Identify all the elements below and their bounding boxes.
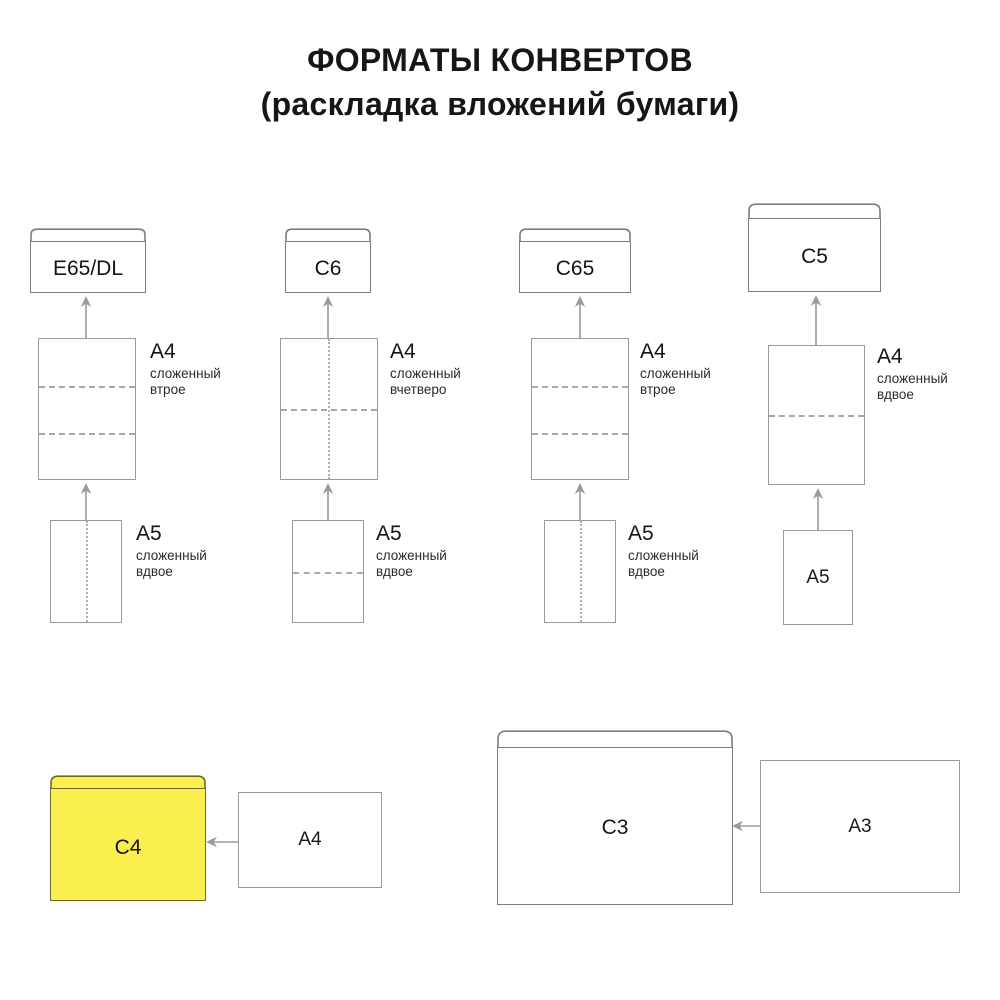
format-label: A5 [136, 522, 162, 545]
page-title: ФОРМАТЫ КОНВЕРТОВ (раскладка вложений бу… [0, 38, 1000, 126]
caption-a5-col2: A5 сложенный вдвое [376, 522, 447, 580]
envelope-c65: C65 [519, 228, 631, 293]
fold-line [293, 572, 363, 574]
envelope-flap-icon [497, 730, 733, 750]
fold-line [532, 433, 628, 435]
fold-line [86, 521, 88, 622]
fold-description: сложенный вдвое [877, 371, 948, 402]
arrow-a4-to-c4 [206, 836, 242, 848]
envelope-c6: C6 [285, 228, 371, 293]
sheet-a4-col3 [531, 338, 629, 480]
caption-a4-col2: A4 сложенный вчетверо [390, 340, 461, 398]
fold-line [39, 386, 135, 388]
title-line-2: (раскладка вложений бумаги) [260, 86, 740, 122]
format-label: A5 [376, 522, 402, 545]
title-line-1: ФОРМАТЫ КОНВЕРТОВ [307, 42, 693, 78]
format-label: A4 [640, 340, 666, 363]
fold-description: сложенный вдвое [628, 548, 699, 579]
caption-a5-col3: A5 сложенный вдвое [628, 522, 699, 580]
sheet-a3-bottom: A3 [760, 760, 960, 893]
envelope-flap-icon [285, 228, 371, 243]
arrow-a5-to-a4-2 [322, 483, 334, 521]
envelope-label: C65 [555, 257, 595, 280]
envelope-flap-icon [50, 775, 206, 791]
fold-description: сложенный вдвое [136, 548, 207, 579]
fold-line [580, 521, 582, 622]
fold-description: сложенный втрое [640, 366, 711, 397]
format-label: A5 [628, 522, 654, 545]
format-label: A4 [298, 829, 322, 850]
envelope-label: E65/DL [52, 257, 124, 280]
sheet-a5-col1 [50, 520, 122, 623]
fold-description: сложенный вдвое [376, 548, 447, 579]
caption-a4-col1: A4 сложенный втрое [150, 340, 221, 398]
envelope-label: C4 [114, 836, 142, 859]
envelope-c5: C5 [748, 203, 881, 292]
envelope-flap-icon [519, 228, 631, 243]
format-label: A3 [848, 815, 872, 837]
envelope-c3: C3 [497, 730, 733, 905]
sheet-a5-col3 [544, 520, 616, 623]
arrow-a5-to-a4-1 [80, 483, 92, 521]
format-label: A4 [150, 340, 176, 363]
arrow-a4-to-envelope-2 [322, 296, 334, 338]
fold-description: сложенный вчетверо [390, 366, 461, 397]
fold-line [39, 433, 135, 435]
envelope-e65dl: E65/DL [30, 228, 146, 293]
sheet-a5-col4: A5 [783, 530, 853, 625]
arrow-a5-to-a4-4 [812, 488, 824, 531]
sheet-a4-col4 [768, 345, 865, 485]
arrow-a5-to-a4-3 [574, 483, 586, 521]
format-label: A4 [390, 340, 416, 363]
envelope-c4: C4 [50, 775, 206, 901]
arrow-a4-to-envelope-3 [574, 296, 586, 338]
sheet-a4-col2 [280, 338, 378, 480]
envelope-label: C6 [314, 257, 342, 280]
envelope-flap-icon [748, 203, 881, 220]
format-label: A5 [806, 566, 830, 588]
fold-line [769, 415, 864, 417]
fold-description: сложенный втрое [150, 366, 221, 397]
sheet-a4-col1 [38, 338, 136, 480]
sheet-a5-col2 [292, 520, 364, 623]
format-label: A4 [877, 345, 903, 368]
caption-a4-col3: A4 сложенный втрое [640, 340, 711, 398]
arrow-a4-to-envelope-1 [80, 296, 92, 338]
arrow-a4-to-envelope-4 [810, 295, 822, 345]
caption-a5-col1: A5 сложенный вдвое [136, 522, 207, 580]
fold-line [328, 339, 330, 479]
envelope-flap-icon [30, 228, 146, 243]
envelope-label: C3 [601, 816, 629, 839]
envelope-label: C5 [801, 245, 828, 268]
fold-line [532, 386, 628, 388]
caption-a4-col4: A4 сложенный вдвое [877, 345, 948, 403]
sheet-a4-bottom: A4 [238, 792, 382, 888]
